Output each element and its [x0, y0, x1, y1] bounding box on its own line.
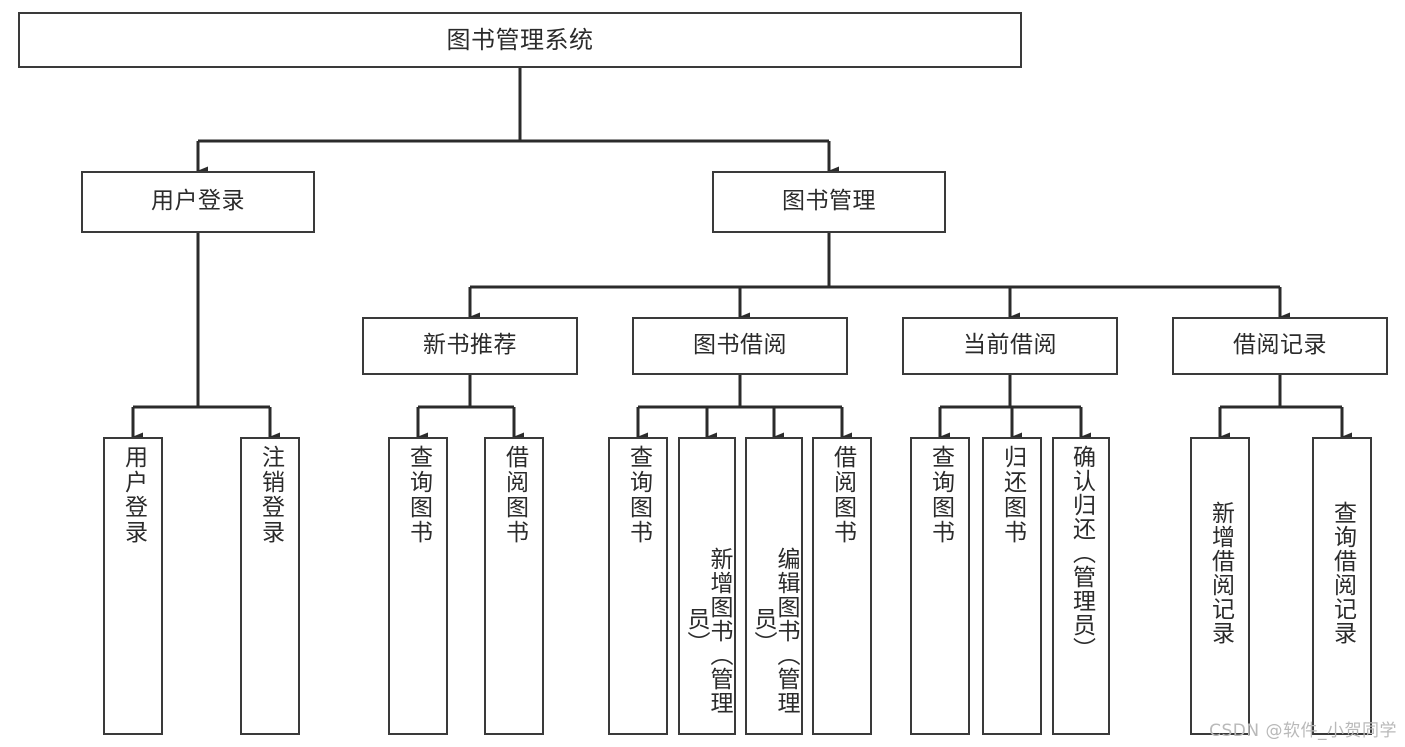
- node-label: 新书推荐: [423, 332, 517, 359]
- node-b-lend[interactable]: 借阅图书: [812, 437, 872, 735]
- node-label: 查询图书: [405, 445, 432, 545]
- node-label: 图书管理: [782, 188, 876, 215]
- node-label: 查询借阅记录: [1329, 501, 1356, 645]
- node-l-login[interactable]: 用户登录: [103, 437, 163, 735]
- node-records[interactable]: 借阅记录: [1172, 317, 1388, 375]
- node-c-return[interactable]: 归还图书: [982, 437, 1042, 735]
- node-borrow[interactable]: 图书借阅: [632, 317, 848, 375]
- node-label: 新增图书（管理员）: [683, 547, 732, 715]
- node-label: 查询图书: [927, 445, 954, 545]
- node-l-logout[interactable]: 注销登录: [240, 437, 300, 735]
- node-login[interactable]: 用户登录: [81, 171, 315, 233]
- watermark-text: CSDN @软件_小贺同学: [1209, 721, 1397, 741]
- node-label: 注销登录: [257, 445, 284, 545]
- node-n-borrow[interactable]: 借阅图书: [484, 437, 544, 735]
- node-label: 当前借阅: [963, 332, 1057, 359]
- node-label: 借阅图书: [501, 445, 528, 545]
- node-label: 新增借阅记录: [1207, 501, 1234, 645]
- node-label: 归还图书: [999, 445, 1026, 545]
- node-b-add[interactable]: 新增图书（管理员）: [678, 437, 736, 735]
- node-r-add[interactable]: 新增借阅记录: [1190, 437, 1250, 735]
- node-label: 借阅图书: [829, 445, 856, 545]
- node-label: 用户登录: [120, 445, 147, 545]
- node-r-query[interactable]: 查询借阅记录: [1312, 437, 1372, 735]
- node-b-edit[interactable]: 编辑图书（管理员）: [745, 437, 803, 735]
- node-b-query[interactable]: 查询图书: [608, 437, 668, 735]
- node-label: 图书管理系统: [446, 25, 594, 54]
- node-label: 编辑图书（管理员）: [750, 547, 799, 715]
- node-current[interactable]: 当前借阅: [902, 317, 1118, 375]
- node-root[interactable]: 图书管理系统: [18, 12, 1022, 68]
- node-n-query[interactable]: 查询图书: [388, 437, 448, 735]
- node-c-confirm[interactable]: 确认归还（管理员）: [1052, 437, 1110, 735]
- node-label: 借阅记录: [1233, 332, 1327, 359]
- node-label: 图书借阅: [693, 332, 787, 359]
- node-c-query[interactable]: 查询图书: [910, 437, 970, 735]
- node-bookmgmt[interactable]: 图书管理: [712, 171, 946, 233]
- node-label: 查询图书: [625, 445, 652, 545]
- node-label: 用户登录: [151, 188, 245, 215]
- node-label: 确认归还（管理员）: [1068, 445, 1095, 661]
- node-newbook[interactable]: 新书推荐: [362, 317, 578, 375]
